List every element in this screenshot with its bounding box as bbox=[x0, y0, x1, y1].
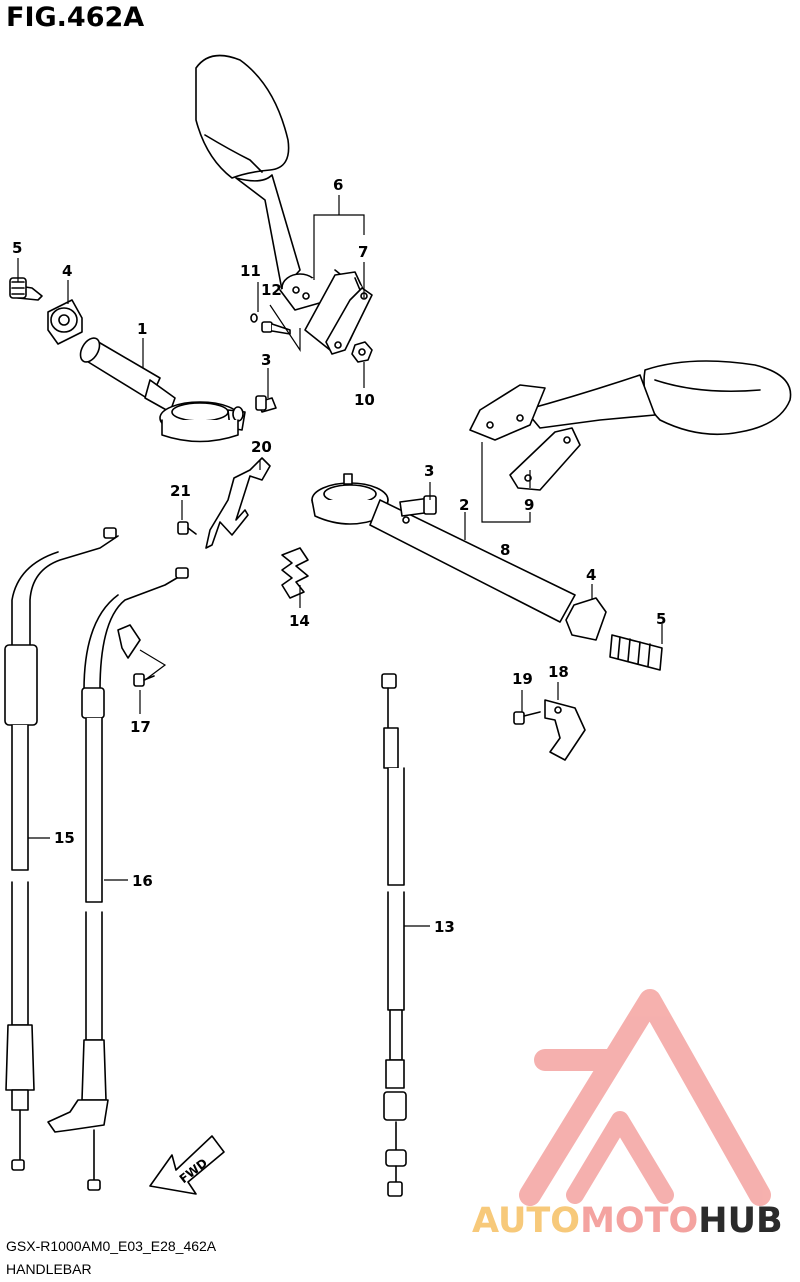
callout-14: 14 bbox=[289, 612, 310, 630]
callout-21: 21 bbox=[170, 482, 191, 500]
right-handlebar bbox=[311, 473, 576, 623]
right-bar-weight bbox=[565, 597, 607, 641]
callout-4-left: 4 bbox=[62, 262, 72, 280]
callout-9: 9 bbox=[524, 496, 534, 514]
callout-2: 2 bbox=[459, 496, 469, 514]
cable-guide bbox=[281, 547, 309, 599]
callout-7: 7 bbox=[358, 243, 368, 261]
callout-1: 1 bbox=[137, 320, 147, 338]
callout-5-left: 5 bbox=[12, 239, 22, 257]
clutch-cable-13 bbox=[381, 673, 407, 1197]
watermark-text: AUTOMOTOHUB bbox=[472, 1201, 783, 1241]
callout-20: 20 bbox=[251, 438, 272, 456]
footer-section-name: HANDLEBAR bbox=[6, 1261, 92, 1277]
callout-3-right: 3 bbox=[424, 462, 434, 480]
left-mirror bbox=[195, 54, 369, 351]
callout-10: 10 bbox=[354, 391, 375, 409]
throttle-cable-16 bbox=[47, 567, 189, 1191]
callout-16: 16 bbox=[132, 872, 153, 890]
left-bar-end-bolt bbox=[9, 277, 43, 301]
wire-clip bbox=[205, 457, 271, 549]
callout-4-right: 4 bbox=[586, 566, 596, 584]
callout-19: 19 bbox=[512, 670, 533, 688]
mirror-nut bbox=[351, 341, 373, 363]
throttle-cable-15 bbox=[4, 527, 119, 1171]
watermark-logo-icon bbox=[519, 989, 771, 1206]
callout-8: 8 bbox=[500, 541, 510, 559]
callout-17: 17 bbox=[130, 718, 151, 736]
fwd-arrow-icon bbox=[149, 1135, 225, 1195]
callout-5-right: 5 bbox=[656, 610, 666, 628]
bolt-3-upper bbox=[255, 395, 277, 413]
left-bar-weight bbox=[47, 299, 83, 345]
callout-3-upper: 3 bbox=[261, 351, 271, 369]
callout-6: 6 bbox=[333, 176, 343, 194]
footer-model-code: GSX-R1000AM0_E03_E28_462A bbox=[6, 1238, 217, 1254]
bolt-3-right bbox=[399, 495, 437, 517]
right-bar-end-bolt bbox=[609, 634, 663, 671]
bracket-18 bbox=[544, 699, 586, 761]
callout-18: 18 bbox=[548, 663, 569, 681]
callout-11: 11 bbox=[240, 262, 261, 280]
figure-title: FIG.462A bbox=[6, 2, 145, 33]
callout-12: 12 bbox=[261, 281, 282, 299]
bolt-19 bbox=[513, 711, 541, 725]
right-mirror bbox=[469, 360, 792, 441]
screw-11 bbox=[250, 313, 258, 323]
screw-21 bbox=[177, 521, 197, 535]
screw-12 bbox=[261, 321, 291, 335]
right-mirror-bracket bbox=[509, 427, 581, 491]
callout-15: 15 bbox=[54, 829, 75, 847]
callout-13: 13 bbox=[434, 918, 455, 936]
left-handlebar bbox=[79, 337, 246, 443]
